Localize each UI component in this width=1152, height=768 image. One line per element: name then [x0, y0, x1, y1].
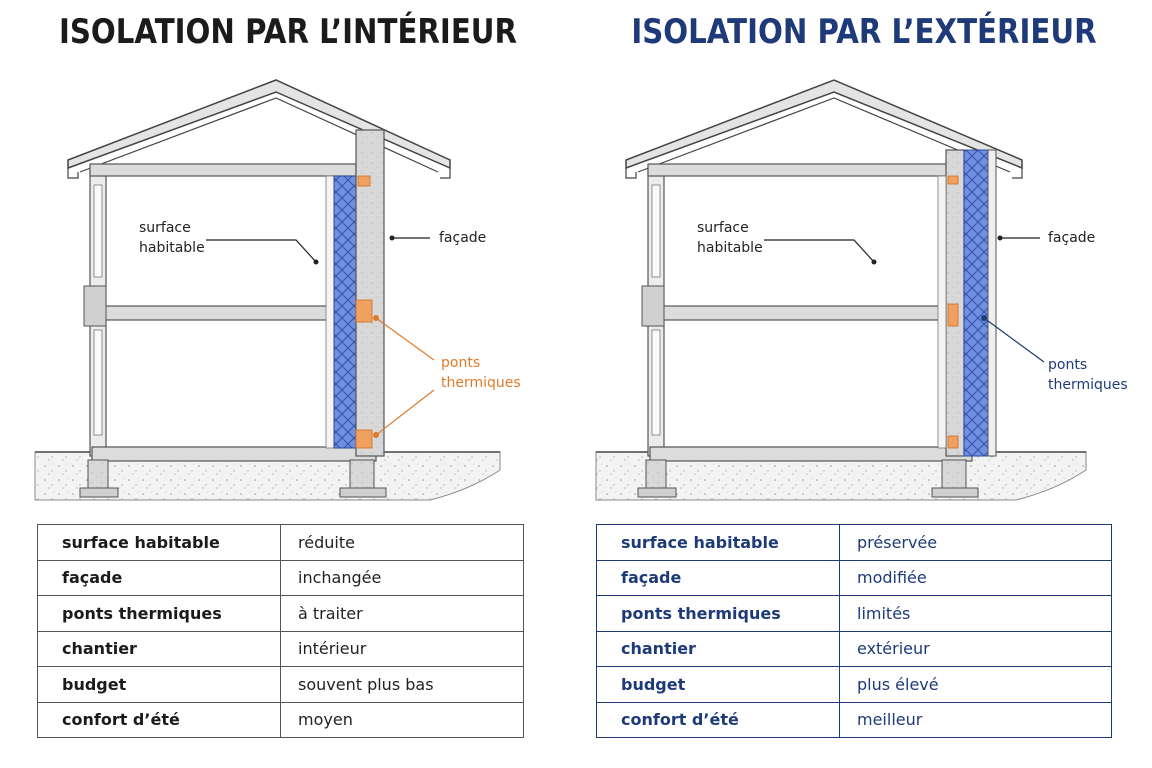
ponts-label-text: ponts thermiques — [1048, 357, 1128, 393]
row-value: moyen — [280, 701, 524, 738]
row-value: meilleur — [839, 701, 1112, 738]
row-key: ponts thermiques — [37, 595, 281, 632]
surface-label: surface habitable — [697, 218, 763, 258]
exterior-insulation — [963, 149, 989, 457]
thermal-bridge — [947, 175, 959, 185]
row-key: surface habitable — [37, 524, 281, 561]
row-key: chantier — [37, 630, 281, 667]
interior-house-diagram — [34, 79, 501, 501]
surface-label-text: surface habitable — [139, 220, 205, 256]
interior-insulation — [333, 175, 357, 449]
thermal-bridge — [355, 299, 373, 323]
row-key: ponts thermiques — [596, 595, 840, 632]
ponts-label-text: ponts thermiques — [441, 355, 521, 391]
ground-slab — [91, 446, 377, 462]
row-value: extérieur — [839, 630, 1112, 667]
row-key: budget — [37, 666, 281, 703]
row-key: confort d’été — [37, 701, 281, 738]
row-key: surface habitable — [596, 524, 840, 561]
row-key: façade — [596, 559, 840, 596]
interior-title: ISOLATION PAR L’INTÉRIEUR — [58, 12, 518, 52]
row-key: façade — [37, 559, 281, 596]
thermal-bridge — [947, 303, 959, 327]
row-key: chantier — [596, 630, 840, 667]
facade-label: façade — [1048, 228, 1095, 248]
row-value: limités — [839, 595, 1112, 632]
exterior-house-diagram — [595, 79, 1087, 501]
row-value: inchangée — [280, 559, 524, 596]
thermal-bridge — [357, 175, 371, 187]
interior-panel: ISOLATION PAR L’INTÉRIEUR — [34, 12, 524, 738]
ponts-label: ponts thermiques — [441, 353, 521, 393]
row-value: à traiter — [280, 595, 524, 632]
facade-label-text: façade — [439, 230, 487, 246]
middle-floor — [649, 305, 957, 321]
exterior-title: ISOLATION PAR L’EXTÉRIEUR — [631, 12, 1097, 52]
surface-label-text: surface habitable — [697, 220, 763, 256]
surface-label: surface habitable — [139, 218, 205, 258]
structural-wall — [945, 149, 965, 457]
row-key: budget — [596, 666, 840, 703]
thermal-bridge — [355, 429, 373, 449]
row-key: confort d’été — [596, 701, 840, 738]
row-value: réduite — [280, 524, 524, 561]
facade-label: façade — [439, 228, 486, 248]
thermal-bridge — [947, 435, 959, 449]
row-value: souvent plus bas — [280, 666, 524, 703]
exterior-panel: ISOLATION PAR L’EXTÉRIEUR — [576, 0, 1152, 768]
ponts-label: ponts thermiques — [1048, 355, 1128, 395]
facade-render — [987, 149, 997, 457]
row-value: intérieur — [280, 630, 524, 667]
middle-floor — [91, 305, 357, 321]
facade-label-text: façade — [1048, 230, 1096, 246]
row-value: plus élevé — [839, 666, 1112, 703]
ground-slab — [649, 446, 973, 462]
row-value: préservée — [839, 524, 1112, 561]
row-value: modifiée — [839, 559, 1112, 596]
